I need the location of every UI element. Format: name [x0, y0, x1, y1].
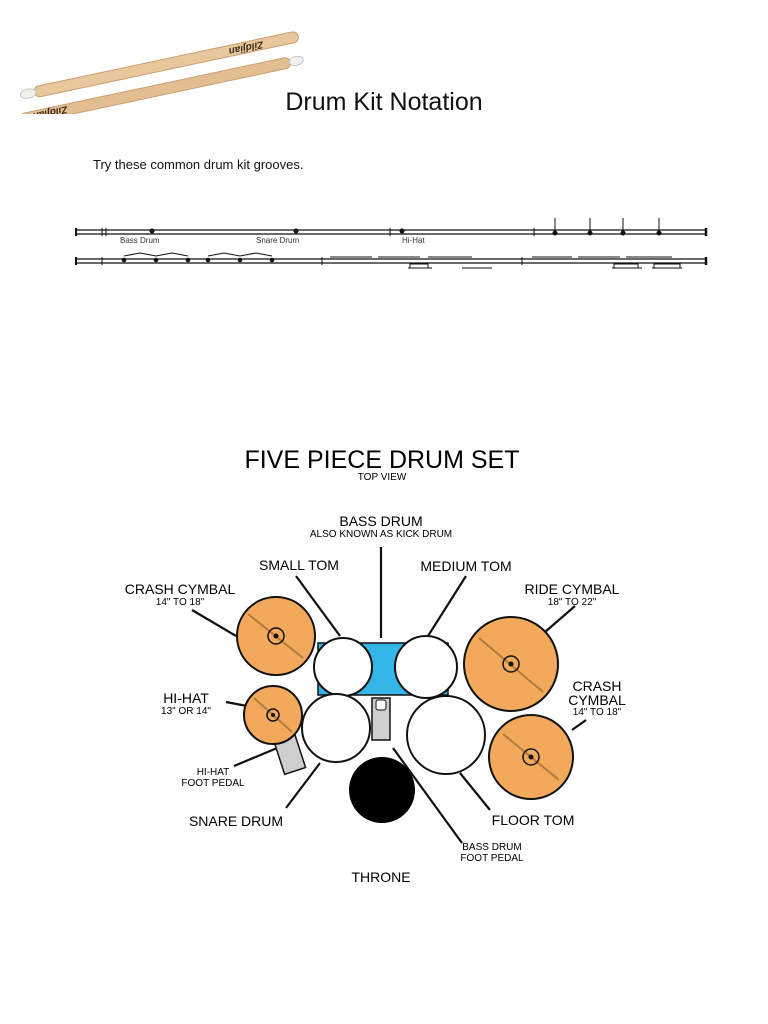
medium-tom-shape: [394, 635, 458, 699]
label-crash-cymbal-right-size: 14" TO 18": [573, 707, 622, 718]
drumstick-lower: Zildjian: [19, 55, 304, 114]
notation-notes-2: [121, 252, 682, 269]
label-small-tom: SMALL TOM: [259, 557, 339, 573]
notation-staff-1: [75, 228, 708, 236]
snare-drum-shape: [301, 693, 371, 763]
floor-tom-shape: [406, 695, 486, 775]
intro-text: Try these common drum kit grooves.: [93, 157, 304, 172]
drumsticks-image: Zildjian Zildjian: [19, 31, 304, 114]
svg-text:Zildjian: Zildjian: [228, 38, 266, 56]
label-bass-pedal-2: FOOT PEDAL: [460, 853, 524, 864]
label-throne: THRONE: [351, 869, 410, 885]
drumstick-upper: Zildjian: [20, 31, 299, 99]
crash-cymbal-left-shape: [236, 596, 316, 676]
label-bass-pedal-1: BASS DRUM: [462, 842, 521, 853]
label-bass-drum-note: ALSO KNOWN AS KICK DRUM: [310, 529, 452, 540]
label-hi-hat: HI-HAT: [163, 690, 209, 706]
notation-label-bass: Bass Drum: [120, 236, 160, 245]
label-floor-tom: FLOOR TOM: [492, 812, 575, 828]
diagram-title: FIVE PIECE DRUM SET: [244, 446, 519, 474]
label-crash-cymbal-left-size: 14" TO 18": [156, 597, 205, 608]
label-hi-hat-size: 13" OR 14": [161, 706, 211, 717]
throne-shape: [349, 757, 415, 823]
notation-label-snare: Snare Drum: [256, 236, 299, 245]
label-ride-cymbal-size: 18" TO 22": [548, 597, 597, 608]
label-crash-cymbal-left: CRASH CYMBAL: [125, 581, 236, 597]
notation-notes-1: [149, 218, 662, 236]
label-hi-hat-pedal-1: HI-HAT: [197, 767, 230, 778]
page-title: Drum Kit Notation: [285, 88, 483, 116]
label-snare-drum: SNARE DRUM: [189, 813, 283, 829]
label-crash-cymbal-right-1: CRASH: [572, 678, 621, 694]
label-ride-cymbal: RIDE CYMBAL: [525, 581, 620, 597]
svg-text:Zildjian: Zildjian: [32, 103, 70, 114]
crash-cymbal-right-shape: [488, 714, 574, 800]
label-hi-hat-pedal-2: FOOT PEDAL: [181, 778, 245, 789]
diagram-subtitle: TOP VIEW: [358, 472, 407, 483]
drum-notation: Bass Drum Snare Drum Hi-Hat: [75, 218, 708, 269]
pointer-lines: [191, 547, 587, 844]
hi-hat-shape: [243, 685, 303, 745]
label-medium-tom: MEDIUM TOM: [420, 558, 511, 574]
label-bass-drum: BASS DRUM: [339, 513, 422, 529]
small-tom-shape: [313, 637, 373, 697]
label-crash-cymbal-right-2: CYMBAL: [568, 692, 626, 708]
notation-label-hihat: Hi-Hat: [402, 236, 425, 245]
notation-staff-2: [75, 257, 708, 265]
ride-cymbal-shape: [463, 616, 559, 712]
drum-set-diagram: FIVE PIECE DRUM SET TOP VIEW: [125, 446, 626, 885]
